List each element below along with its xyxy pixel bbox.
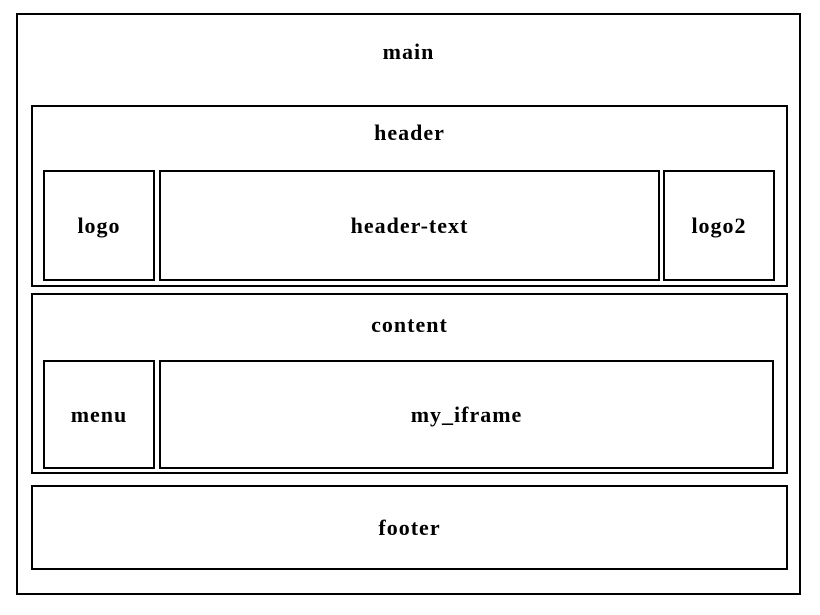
header-text-box: header-text (159, 170, 660, 281)
logo-box: logo (43, 170, 155, 281)
content-label: content (371, 312, 448, 337)
main-label: main (382, 39, 435, 64)
header-box: header logo header-text logo2 (31, 105, 788, 287)
footer-box: footer (31, 485, 788, 570)
my-iframe-label: my_iframe (410, 401, 523, 427)
logo2-label: logo2 (691, 212, 747, 238)
logo-label: logo (77, 212, 121, 238)
logo2-box: logo2 (663, 170, 775, 281)
menu-box: menu (43, 360, 155, 469)
menu-label: menu (70, 401, 128, 427)
content-box: content menu my_iframe (31, 293, 788, 474)
header-label: header (374, 120, 445, 145)
header-text-label: header-text (350, 212, 469, 238)
footer-label: footer (378, 514, 441, 540)
main-frame-box: main header logo header-text logo2 conte… (16, 13, 801, 595)
my-iframe-box: my_iframe (159, 360, 774, 469)
